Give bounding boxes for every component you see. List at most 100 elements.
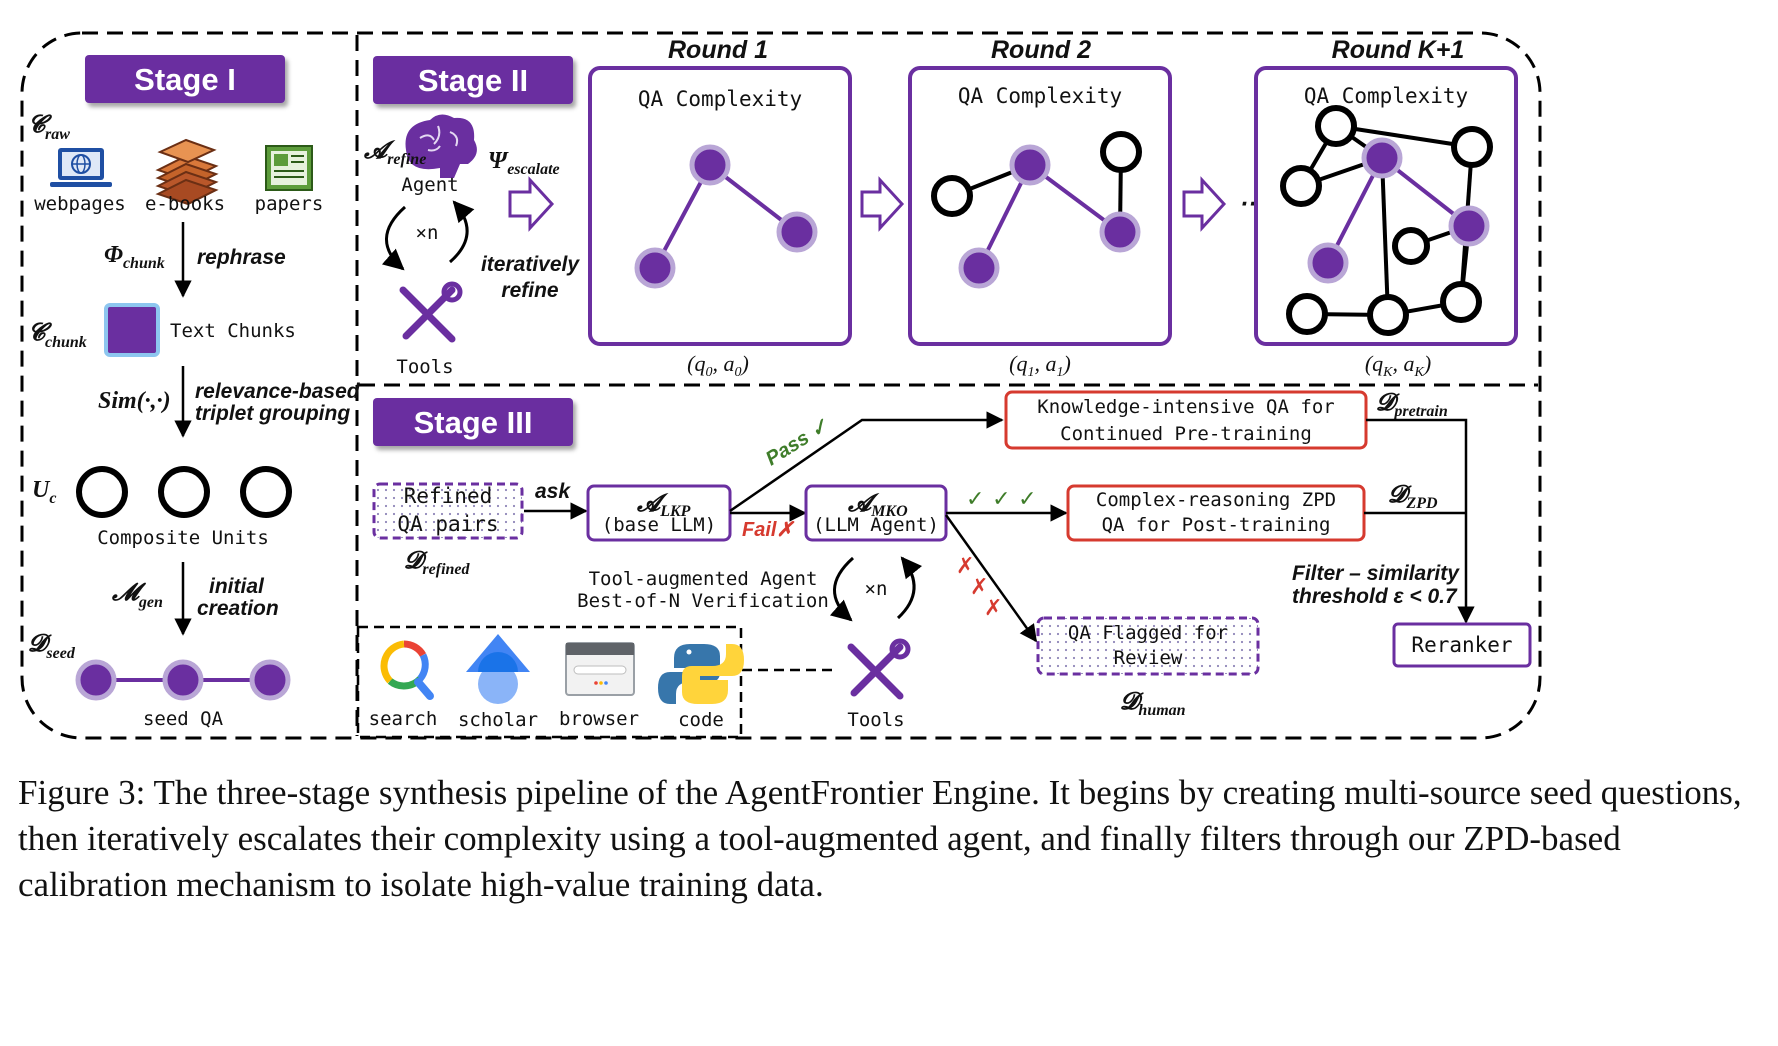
- pass-label: Pass ✓: [762, 415, 832, 470]
- composite-units-label: Composite Units: [97, 527, 269, 549]
- qa-node: [776, 211, 818, 253]
- source-label-webpages: webpages: [34, 193, 126, 215]
- d-zpd-symbol: 𝓓ZPD: [1388, 482, 1438, 512]
- stage3-title: Stage III: [414, 405, 533, 440]
- toolbox-label-code: code: [678, 709, 724, 731]
- zpd-box-line1: Complex-reasoning ZPD: [1096, 489, 1336, 511]
- qa-node: [958, 247, 1000, 289]
- tools-icon: [399, 281, 463, 343]
- c-chunk-symbol: 𝓒chunk: [28, 320, 87, 351]
- grouping-label-line2: triplet grouping: [195, 402, 350, 425]
- c-raw-symbol: 𝓒raw: [28, 112, 70, 143]
- tools-label: Tools: [396, 356, 453, 378]
- seed-qa-node: [162, 659, 204, 701]
- qa-node: [689, 144, 731, 186]
- verification-line2: Best-of-N Verification: [577, 590, 829, 612]
- toolbox-label-scholar: scholar: [458, 709, 538, 731]
- d-seed-symbol: 𝓓seed: [28, 631, 76, 662]
- rephrase-label: rephrase: [197, 246, 286, 269]
- figure-caption: Figure 3: The three-stage synthesis pipe…: [18, 773, 1742, 904]
- seed-qa-node: [249, 659, 291, 701]
- flagged-box: [1036, 616, 1260, 676]
- qa-node: [1440, 281, 1482, 323]
- google-search-icon: [380, 640, 434, 700]
- checkmarks: ✓ ✓ ✓: [966, 487, 1037, 512]
- newspaper-icon: [265, 145, 313, 191]
- composite-unit-node: [76, 466, 128, 518]
- source-label-papers: papers: [255, 193, 324, 215]
- qa-node: [1009, 144, 1051, 186]
- toolbox-frame: [356, 625, 743, 739]
- composite-unit-node: [158, 466, 210, 518]
- psi-escalate-symbol: Ψescalate: [488, 148, 560, 178]
- d-pretrain-symbol: 𝓓pretrain: [1376, 390, 1448, 420]
- phi-chunk-symbol: Φchunk: [104, 242, 165, 272]
- escalate-arrow-icon: [508, 176, 555, 232]
- roundk-qa-pair: (qK, aK): [1365, 351, 1431, 380]
- chunk-square: [104, 303, 160, 357]
- books-icon: [155, 138, 219, 206]
- qa-node: [1392, 227, 1430, 265]
- refined-qa-line1: Refined: [404, 484, 493, 508]
- iteration-count: ×n: [865, 578, 888, 600]
- text-chunks-label: Text Chunks: [170, 320, 296, 342]
- creation-label-line2: creation: [197, 597, 279, 620]
- qa-node: [1100, 131, 1142, 173]
- outer-dashed-frame: [20, 31, 1542, 740]
- qa-node: [634, 247, 676, 289]
- d-human-symbol: 𝓓human: [1120, 689, 1186, 719]
- round1-qa-pair: (q0, a0): [687, 351, 749, 380]
- iteration-count: ×n: [416, 222, 439, 244]
- tools-label: Tools: [847, 709, 904, 731]
- next-round-arrow-icon: [1182, 176, 1227, 232]
- toolbox-label-browser: browser: [559, 708, 639, 730]
- brain-icon: [405, 114, 477, 178]
- agent-label: Agent: [401, 174, 458, 196]
- reranker-box: [1392, 622, 1532, 668]
- flagged-arrow: [944, 514, 1038, 643]
- qa-node: [1367, 294, 1409, 336]
- loop-arrow-left: [829, 556, 854, 622]
- qa-node: [1361, 137, 1403, 179]
- qa-node: [1448, 205, 1490, 247]
- pipeline-diagram: Stage I 𝓒raw webpages e-books: [20, 31, 1542, 740]
- grouping-label-line1: relevance-based: [195, 380, 361, 403]
- d-refined-symbol: 𝓓refined: [404, 548, 471, 578]
- composite-unit-node: [240, 466, 292, 518]
- refine-label-line2: refine: [501, 279, 559, 302]
- roundk-complexity-label: QA Complexity: [1304, 84, 1468, 108]
- llm-agent-label: (LLM Agent): [813, 514, 939, 536]
- base-llm-label: (base LLM): [602, 514, 716, 536]
- flagged-box-line2: Review: [1114, 647, 1183, 669]
- fail-label: Fail✗: [742, 519, 794, 541]
- roundk-title: Round K+1: [1332, 36, 1465, 64]
- seed-qa-node: [75, 659, 117, 701]
- m-gen-symbol: 𝓜gen: [111, 580, 163, 611]
- sim-function: Sim(·,·): [98, 388, 171, 414]
- round2-complexity-label: QA Complexity: [958, 84, 1122, 108]
- u-c-symbol: Uc: [32, 477, 56, 507]
- stage1-panel: Stage I 𝓒raw webpages e-books: [28, 55, 361, 730]
- round2-qa-pair: (q1, a1): [1009, 351, 1071, 380]
- qa-node: [1286, 293, 1328, 335]
- qa-node: [1307, 242, 1349, 284]
- qa-node: [1451, 126, 1493, 168]
- pretrain-box-line1: Knowledge-intensive QA for: [1037, 396, 1334, 418]
- python-logo-icon: [658, 644, 744, 704]
- stage1-badge: [85, 55, 285, 103]
- filter-label-line1: Filter – similarity: [1292, 562, 1460, 585]
- loop-arrow-right: [449, 200, 475, 264]
- a-mko-symbol: 𝓐MKO: [847, 491, 908, 520]
- round1-title: Round 1: [668, 36, 768, 64]
- round2-title: Round 2: [991, 36, 1091, 64]
- zpd-box-line2: QA for Post-training: [1102, 514, 1331, 536]
- creation-label-line1: initial: [209, 575, 265, 598]
- round1-complexity-label: QA Complexity: [638, 87, 802, 111]
- verification-line1: Tool-augmented Agent: [589, 568, 818, 590]
- stage3-badge: [373, 398, 573, 446]
- source-label-ebooks: e-books: [145, 193, 225, 215]
- toolbox-label-search: search: [369, 708, 438, 730]
- stage2-panel: Stage II 𝓐refine Agent ×n Tools Ψescalat…: [363, 36, 1518, 380]
- stage3-panel: Stage III Refined QA pairs 𝓓refined ask …: [356, 390, 1532, 739]
- loop-arrow-right: [896, 556, 923, 620]
